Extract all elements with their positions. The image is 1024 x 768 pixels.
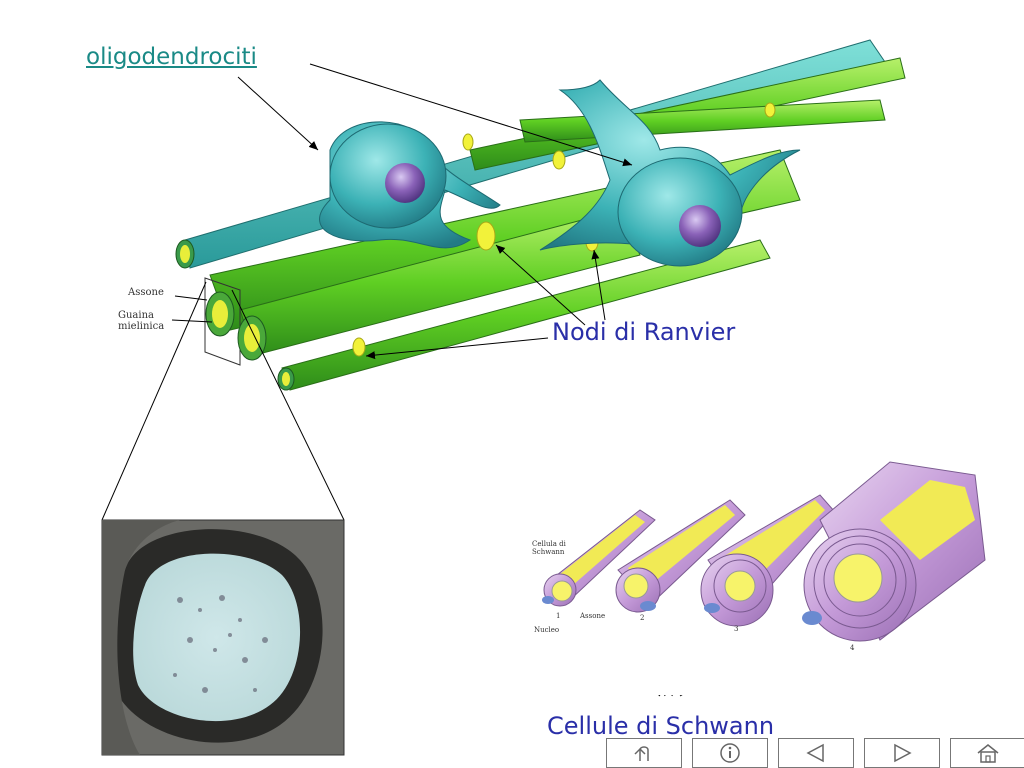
electron-micrograph [101, 519, 345, 756]
stage-number: 3 [734, 625, 739, 633]
nucleus-small-label: Nucleo [534, 626, 560, 634]
return-button[interactable] [606, 738, 682, 768]
ranvier-nodes-label: Nodi di Ranvier [552, 318, 736, 346]
schwann-cell-small-label-line2: Schwann [532, 548, 565, 556]
node-of-ranvier [552, 150, 566, 170]
node-of-ranvier [764, 102, 776, 118]
cns-fibres-illustration [175, 39, 906, 391]
return-icon [634, 746, 649, 761]
axon-core [244, 324, 260, 352]
info-button[interactable] [692, 738, 768, 768]
axon-core [551, 580, 573, 602]
arrow-left-icon [806, 743, 824, 763]
schwann-cells-label: Cellule di Schwann [547, 712, 775, 740]
oligodendrocytes-label[interactable]: oligodendrociti [86, 44, 257, 70]
stage-number: 4 [850, 644, 855, 652]
next-button[interactable] [864, 738, 940, 768]
myelin-sheath-label-line2: mielinica [118, 321, 165, 332]
node-of-ranvier [462, 133, 474, 151]
stage-number: 2 [640, 614, 645, 622]
axon-core [282, 372, 290, 386]
cell-nucleus [385, 163, 425, 203]
node-of-ranvier [352, 337, 366, 357]
oligodendrocyte [539, 79, 801, 267]
axon-label: Assone [128, 287, 164, 298]
axon-core [623, 573, 649, 599]
schwann-cell-inset [528, 455, 992, 695]
schwann-cell-small-label-line1: Cellula di [532, 540, 566, 548]
axon-core [833, 553, 883, 603]
schwann-nucleus [640, 601, 656, 611]
cross-section-block [204, 277, 241, 366]
slide-navigation [606, 738, 1024, 768]
node-of-ranvier [476, 221, 496, 251]
schwann-nucleus [542, 596, 554, 604]
stage-number: 1 [556, 612, 561, 620]
myelin-sheath-label: Guaina mielinica [118, 310, 164, 332]
schwann-nucleus [802, 611, 822, 625]
oligodendrocyte [319, 121, 501, 249]
myelin-sheath-label-line1: Guaina [118, 310, 154, 321]
schwann-nucleus [704, 603, 720, 613]
schwann-cell-small-label: Cellula di Schwann [532, 540, 566, 556]
axon-small-label: Assone [580, 612, 606, 620]
cell-nucleus [679, 205, 721, 247]
previous-button[interactable] [778, 738, 854, 768]
axon-core [212, 300, 228, 328]
home-button[interactable] [950, 738, 1024, 768]
axon-core [180, 245, 190, 263]
arrow-right-icon [894, 743, 912, 763]
info-icon [720, 743, 740, 763]
axon-core [724, 570, 756, 602]
home-icon [977, 744, 999, 763]
